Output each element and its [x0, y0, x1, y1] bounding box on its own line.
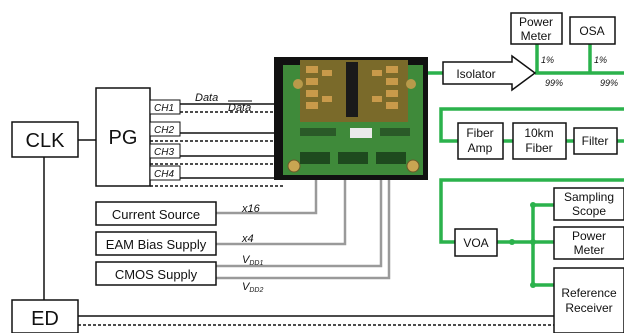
clk-label: CLK: [26, 130, 66, 152]
fiber-amp-label-line2: Amp: [468, 141, 493, 155]
junction-dot: [509, 239, 515, 245]
ch1-label: CH1: [154, 103, 174, 114]
reference-receiver-block: [553, 267, 624, 333]
reference-receiver-label-line2: Receiver: [565, 301, 612, 315]
eam-bias-supply-block: [95, 231, 217, 256]
power-meter-bottom-block: [553, 226, 624, 260]
current-source-line: [216, 179, 318, 215]
data-bar-label: Data: [228, 102, 251, 114]
isolator-block: [442, 54, 537, 92]
data-label: Data: [195, 92, 218, 104]
optical-line-loop-to-fiber-amp: [439, 107, 624, 143]
vdd1-label: VDD1: [242, 254, 263, 267]
tap2-percent-label: 1%: [594, 55, 607, 65]
fiber-amp-label-line1: Fiber: [466, 126, 493, 140]
voa-label: VOA: [463, 236, 488, 250]
signal-lines: [43, 103, 554, 326]
ed-block: [11, 299, 79, 333]
current-source-block: [95, 201, 217, 226]
sampling-scope-block: [553, 187, 624, 221]
voa-block: [454, 228, 498, 257]
power-meter-top-block: [510, 12, 563, 45]
isolator-label: Isolator: [456, 67, 495, 81]
optical-junction-dots: [509, 202, 536, 288]
cmos-vdd2-line: [216, 179, 391, 280]
cmos-supply-label: CMOS Supply: [115, 267, 198, 282]
optical-paths: [425, 42, 624, 287]
junction-dot: [530, 239, 536, 245]
ch4-label: CH4: [154, 169, 174, 180]
power-meter-top-label-line2: Meter: [521, 29, 552, 43]
current-multiplicity-label: x16: [241, 203, 261, 215]
filter-label: Filter: [582, 134, 609, 148]
pg-label: PG: [109, 127, 138, 149]
reference-receiver-label-line1: Reference: [561, 286, 617, 300]
supply-lines: [216, 179, 391, 280]
ch3-label-box: [149, 143, 181, 159]
eam-bias-line: [216, 179, 347, 246]
ch2-label-box: [149, 121, 181, 137]
cmos-supply-block: [95, 261, 217, 286]
cmos-vdd1-line: [216, 179, 383, 268]
clk-block: [11, 121, 79, 158]
ch4-label-box: [149, 165, 181, 181]
power-meter-bottom-label-line2: Meter: [574, 243, 605, 257]
osa-block: [569, 16, 616, 45]
ch1-label-box: [149, 99, 181, 115]
optical-line-loop-to-voa: [439, 178, 624, 244]
junction-dot: [530, 282, 536, 288]
sampling-scope-label-line2: Scope: [572, 204, 606, 218]
sampling-scope-label-line1: Sampling: [564, 190, 614, 204]
tap2-through-label: 99%: [600, 78, 618, 88]
current-source-label: Current Source: [112, 207, 200, 222]
fiber-10km-label-line2: Fiber: [525, 141, 552, 155]
osa-label: OSA: [579, 24, 604, 38]
chip-board-photo: [274, 57, 428, 180]
power-meter-top-label-line1: Power: [519, 15, 553, 29]
vdd2-label: VDD2: [242, 281, 263, 294]
ch3-label: CH3: [154, 147, 174, 158]
tap1-through-label: 99%: [545, 78, 563, 88]
ed-label: ED: [31, 308, 59, 330]
fiber-10km-label-line1: 10km: [524, 126, 553, 140]
power-meter-bottom-label-line1: Power: [572, 229, 606, 243]
fiber-10km-block: [512, 122, 567, 160]
ch2-label: CH2: [154, 125, 174, 136]
filter-block: [573, 127, 618, 155]
pg-block: [95, 87, 151, 187]
eam-multiplicity-label: x4: [241, 233, 254, 245]
tap1-percent-label: 1%: [541, 55, 554, 65]
junction-dot: [530, 202, 536, 208]
eam-bias-supply-label: EAM Bias Supply: [106, 237, 207, 252]
fiber-amp-block: [457, 122, 504, 160]
